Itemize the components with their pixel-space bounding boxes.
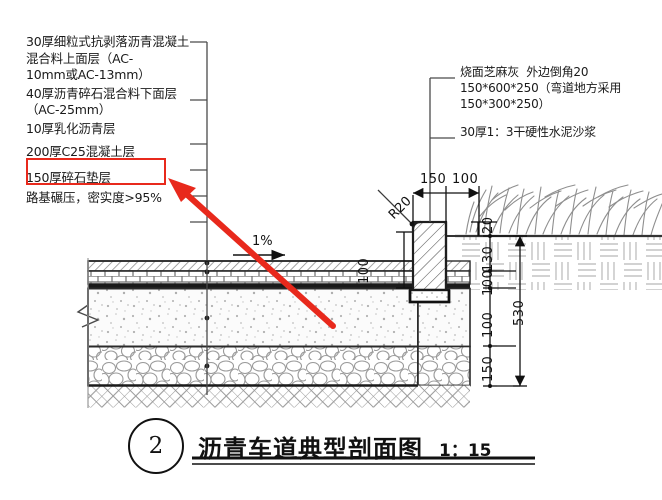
right-note-item-1: 烧面芝麻灰 外边倒角20 150*600*250（弯道地方采用 150*300*… [460,65,622,111]
spec-note-item-3: 10厚乳化沥青层 [26,120,116,136]
detail-number-circle: 2 [128,418,184,474]
layer-gravel-right-stub [417,345,471,387]
dim-vertical-mid-100 [396,231,412,289]
dim-label-100-horizontal: 100 [452,172,479,187]
kerb-stone-body [411,220,448,292]
layer-crushed-stone-base [87,345,419,387]
dim-horizontal-top [412,186,480,236]
dim-label-150-vertical: 150 [481,355,496,382]
kerb-mortar-bed [408,288,451,304]
dim-label-530-total: 530 [512,299,527,326]
grass-texture [465,184,662,236]
right-annotation-list: 烧面芝麻灰 外边倒角20 150*600*250（弯道地方采用 150*300*… [460,64,660,140]
red-pointer-arrow [168,178,336,329]
spec-note-item-4-highlighted: 200厚C25混凝土层 [26,144,135,159]
drawing-scale: 1：15 [439,440,492,461]
slope-label-1-percent: 1% [252,234,273,249]
r20-leader-line [377,189,413,225]
dim-label-150-horizontal: 150 [420,172,447,187]
dim-label-100-upper: 100 [481,269,496,296]
specification-note-list: 30厚细粒式抗剥落沥青混凝土 混合料上面层（AC- 10mm或AC-13mm） … [26,34,211,209]
r20-leader-dot [409,221,415,227]
dim-label-20-vertical: 20 [481,216,496,234]
dim-vertical-20 [471,221,485,236]
dim-vertical-stack-dots [488,234,492,388]
spec-note-item-5: 150厚碎石垫层 [26,169,111,185]
highlight-box-concrete-layer [26,158,166,185]
dim-label-100-lower: 100 [481,311,496,338]
layer-compacted-subgrade [88,385,418,408]
kerb-pocket-outline [408,290,451,304]
layer-emulsified-asphalt [88,284,418,289]
page-title: 沥青车道典型剖面图 [198,434,423,463]
dim-label-130: 130 [481,245,496,272]
spec-note-item-6: 路基碾压，密实度>95% [26,190,162,205]
layer-subgrade-right-stub [418,385,470,408]
kerb-chamfer-edge [411,220,422,231]
spec-note-item-1: 30厚细粒式抗剥落沥青混凝土 混合料上面层（AC- 10mm或AC-13mm） [26,34,190,82]
dim-vertical-total-530 [513,235,527,387]
dim-label-100-mid: 100 [357,257,372,284]
spec-note-item-2: 40厚沥青碎石混合料下面层 （AC-25mm） [26,85,177,118]
layer-c25-concrete [87,287,419,348]
title-block: 2 沥青车道典型剖面图 1：15 [128,418,492,474]
right-leader-lines [429,77,455,222]
right-note-item-2: 30厚1：3干硬性水泥沙浆 [460,125,596,139]
